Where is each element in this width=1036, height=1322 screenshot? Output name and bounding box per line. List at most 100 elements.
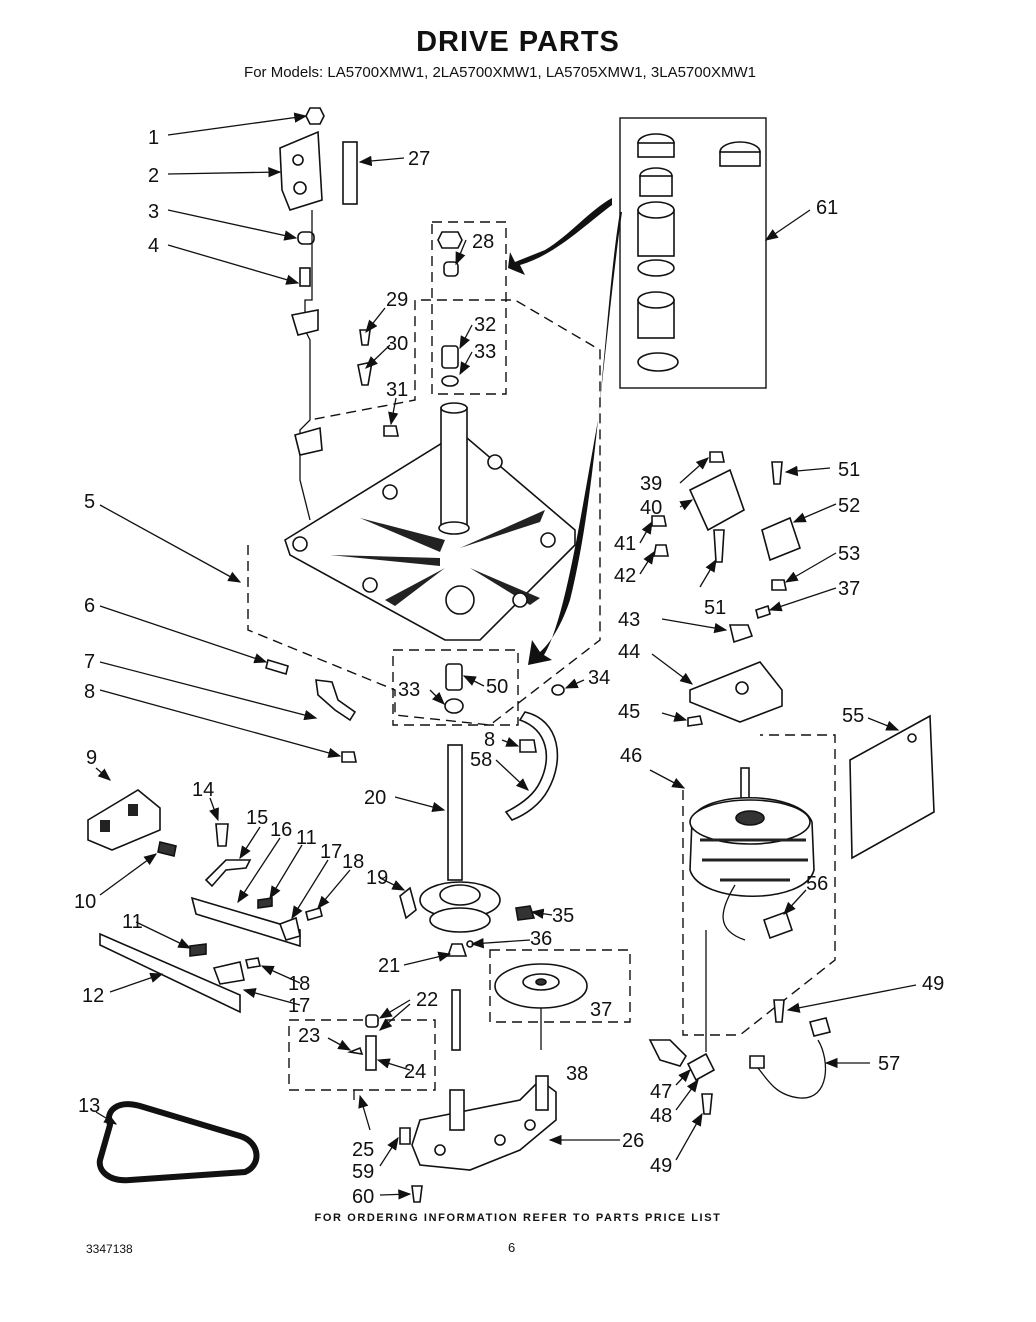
callout-numbers: 1 2 3 4 27 28 29 30 31 32 33 61 5 6 7 8 …: [74, 127, 944, 1208]
base-assembly-dashed-outline: [247, 299, 601, 726]
callout-3: 3: [148, 201, 159, 223]
base-hole: [512, 592, 528, 608]
callout-58: 58: [470, 749, 492, 771]
curved-arrow-lower-icon: [528, 212, 622, 665]
callout-31: 31: [386, 379, 408, 401]
bolt-part-59: [399, 1127, 411, 1145]
callout-37b: 37: [838, 578, 860, 600]
arm-part-12: [99, 932, 241, 1014]
gearcase-shaft: [449, 1089, 465, 1131]
callout-57: 57: [878, 1053, 900, 1075]
page-title: DRIVE PARTS: [416, 26, 620, 58]
callout-17b: 17: [288, 995, 310, 1017]
washer-part-28b: [443, 261, 459, 277]
bracket-slot-a: [100, 820, 110, 832]
callout-27: 27: [408, 148, 430, 170]
gearcase-boss: [434, 1144, 446, 1156]
pulley-center: [535, 978, 547, 986]
document-number: 3347138: [86, 1242, 133, 1256]
callout-39: 39: [640, 473, 662, 495]
callout-6: 6: [84, 595, 95, 617]
callout-52: 52: [838, 495, 860, 517]
screw-part-18b: [245, 957, 261, 969]
callout-19: 19: [366, 867, 388, 889]
callout-49b: 49: [650, 1155, 672, 1177]
base-hole: [487, 454, 503, 470]
callout-47: 47: [650, 1081, 672, 1103]
bolt-part-6: [265, 658, 289, 676]
motor-winding: [700, 838, 808, 882]
cover-part-55: [849, 714, 935, 860]
clip-part-10: [157, 841, 177, 857]
nut-part-8: [341, 751, 357, 763]
callout-1: 1: [148, 127, 159, 149]
rod-part-4: [299, 210, 313, 521]
rod-clamp-lower: [294, 426, 323, 456]
bracket-part-2: [279, 130, 323, 211]
callout-8a: 8: [84, 681, 95, 703]
base-hole: [382, 484, 398, 500]
bolt-part-60: [411, 1185, 423, 1203]
callout-25: 25: [352, 1139, 374, 1161]
callout-35: 35: [552, 905, 574, 927]
screw-part-29: [359, 329, 371, 346]
callout-12: 12: [82, 985, 104, 1007]
base-plate-cross: [330, 510, 545, 606]
spline-shaft: [451, 989, 461, 1051]
harness-terminal: [809, 1017, 831, 1037]
switch-part-56: [762, 910, 794, 940]
base-hole: [540, 532, 556, 548]
center-post: [440, 407, 468, 529]
base-hole: [362, 577, 378, 593]
callout-41: 41: [614, 533, 636, 555]
pin-part-22: [365, 1014, 379, 1028]
callout-17a: 17: [320, 841, 342, 863]
callout-33b: 33: [398, 679, 420, 701]
spacer-part-42: [653, 544, 669, 557]
base-plate: [284, 431, 576, 641]
callout-10: 10: [74, 891, 96, 913]
callout-16: 16: [270, 819, 292, 841]
link-part-15: [204, 859, 252, 888]
nut-part-53: [771, 579, 787, 591]
callout-21: 21: [378, 955, 400, 977]
callout-13: 13: [78, 1095, 100, 1117]
callout-45: 45: [618, 701, 640, 723]
screw-part-49b: [701, 1093, 713, 1115]
screw-part-30: [357, 360, 373, 386]
callout-42: 42: [614, 565, 636, 587]
pulley-dashed-box: [489, 949, 631, 1023]
ordering-note: FOR ORDERING INFORMATION REFER TO PARTS …: [314, 1212, 722, 1224]
screw-part-49: [773, 999, 785, 1023]
callout-5: 5: [84, 491, 95, 513]
callout-15: 15: [246, 807, 268, 829]
callout-32: 32: [474, 314, 496, 336]
callout-28: 28: [472, 231, 494, 253]
hub-kit-dashed-box: [431, 221, 507, 395]
callout-53: 53: [838, 543, 860, 565]
motor-shaft: [740, 767, 750, 799]
capacitor-part-47: [648, 1039, 688, 1067]
bracket-hole: [292, 154, 304, 166]
callout-18a: 18: [342, 851, 364, 873]
callout-11a: 11: [122, 911, 143, 933]
bushing-part-32: [441, 345, 459, 369]
motor-dashed-outline: [682, 734, 836, 1036]
grommet-part-43: [728, 624, 754, 644]
base-hole: [292, 536, 308, 552]
callout-14: 14: [192, 779, 214, 801]
washer-part-45: [687, 715, 703, 727]
center-post-base: [438, 521, 470, 535]
bracket-part-48: [686, 1052, 716, 1082]
callout-30: 30: [386, 333, 408, 355]
harness-connector: [749, 1055, 765, 1069]
rod-clamp: [290, 309, 319, 336]
shaft-part-20: [447, 744, 463, 881]
callout-60: 60: [352, 1186, 374, 1208]
bearing-kit-dashed-box: [392, 649, 519, 726]
nut-part-31: [383, 425, 399, 437]
screw-part-19: [399, 886, 417, 920]
callout-36: 36: [530, 928, 552, 950]
callout-46: 46: [620, 745, 642, 767]
callout-23: 23: [298, 1025, 320, 1047]
